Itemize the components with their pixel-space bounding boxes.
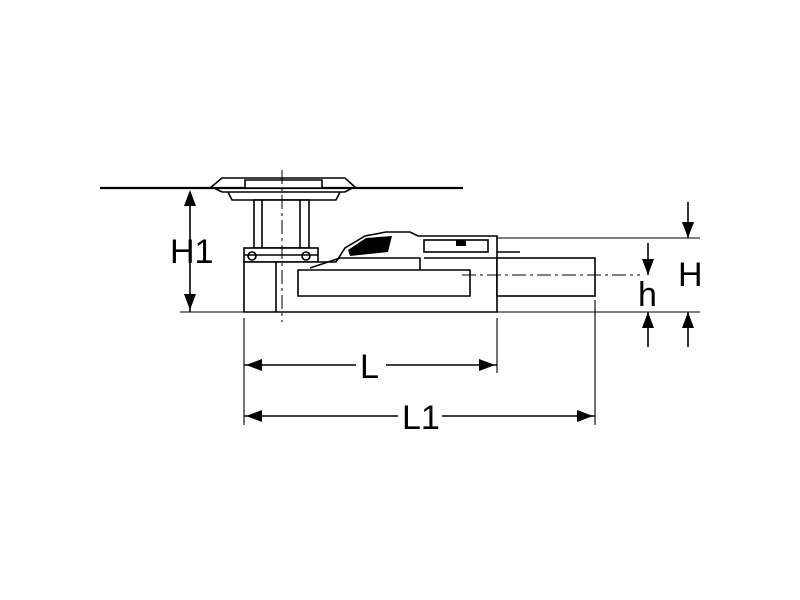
dim-label-l1: L1 xyxy=(402,399,440,437)
extension-lines xyxy=(180,237,700,425)
dimension-h1: H1 xyxy=(170,190,213,312)
dimension-l1: L1 xyxy=(244,396,595,437)
dim-label-l: L xyxy=(360,348,379,386)
dim-label-h1: H1 xyxy=(170,233,213,271)
dim-label-h: h xyxy=(638,276,657,314)
drain-riser xyxy=(243,199,319,263)
outlet-pipe xyxy=(496,251,596,297)
dimension-h-large: H xyxy=(678,202,703,347)
dimension-l: L xyxy=(244,345,497,386)
center-lines xyxy=(281,170,640,322)
dimension-h-small: h xyxy=(638,243,657,347)
trap-body xyxy=(243,231,498,313)
dim-label-h-upper: H xyxy=(678,256,703,294)
